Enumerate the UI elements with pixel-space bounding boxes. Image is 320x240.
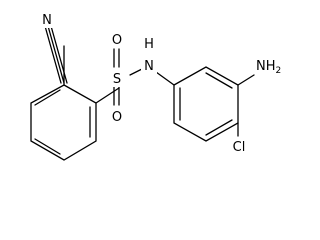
amino-subscript: 2	[276, 66, 282, 76]
amino-label: NH2	[256, 59, 281, 76]
nitrile-group: N	[39, 11, 68, 86]
benzene-ring-left	[30, 84, 97, 161]
chloro-group: Cl	[233, 122, 246, 155]
amide-hydrogen-label: H	[144, 37, 154, 52]
sulfonyl-oxygen-top-label: O	[112, 33, 122, 48]
amino-nh-text: NH	[256, 59, 276, 74]
sulfonamide-nh: H N	[141, 37, 175, 86]
amino-group: NH2	[237, 59, 281, 86]
sulfur-label: S	[113, 72, 121, 87]
sulfonyl-oxygen-bottom-label: O	[112, 110, 122, 125]
chlorine-label: Cl	[233, 140, 246, 155]
amide-nitrogen-label: N	[144, 59, 154, 74]
benzene-ring-right	[173, 66, 239, 142]
chemical-structure: N O S O H N NH2 Cl	[30, 11, 281, 161]
sulfonyl-group: O S O	[95, 30, 143, 125]
nitrile-nitrogen-label: N	[42, 13, 52, 28]
